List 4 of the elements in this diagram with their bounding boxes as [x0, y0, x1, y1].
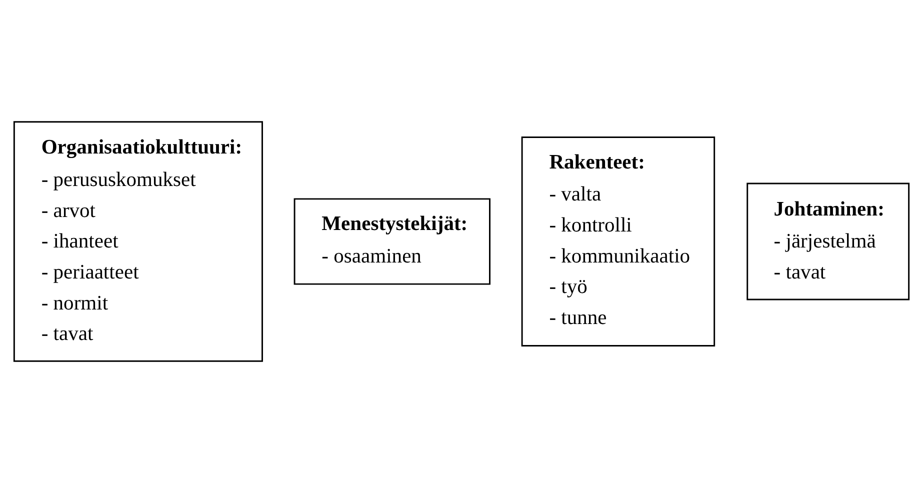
node-box: Rakenteet: - valta - kontrolli - kommunikaatio - työ - tunne — [521, 136, 716, 346]
node-box: Organisaatiokulttuuri: - perususkomukset - arvot - ihanteet - periaatteet - normit - tavat — [13, 121, 263, 362]
node-box: Menestystekijät: - osaaminen — [294, 198, 490, 285]
node-box: Johtaminen: - järjestelmä - tavat — [746, 182, 910, 300]
